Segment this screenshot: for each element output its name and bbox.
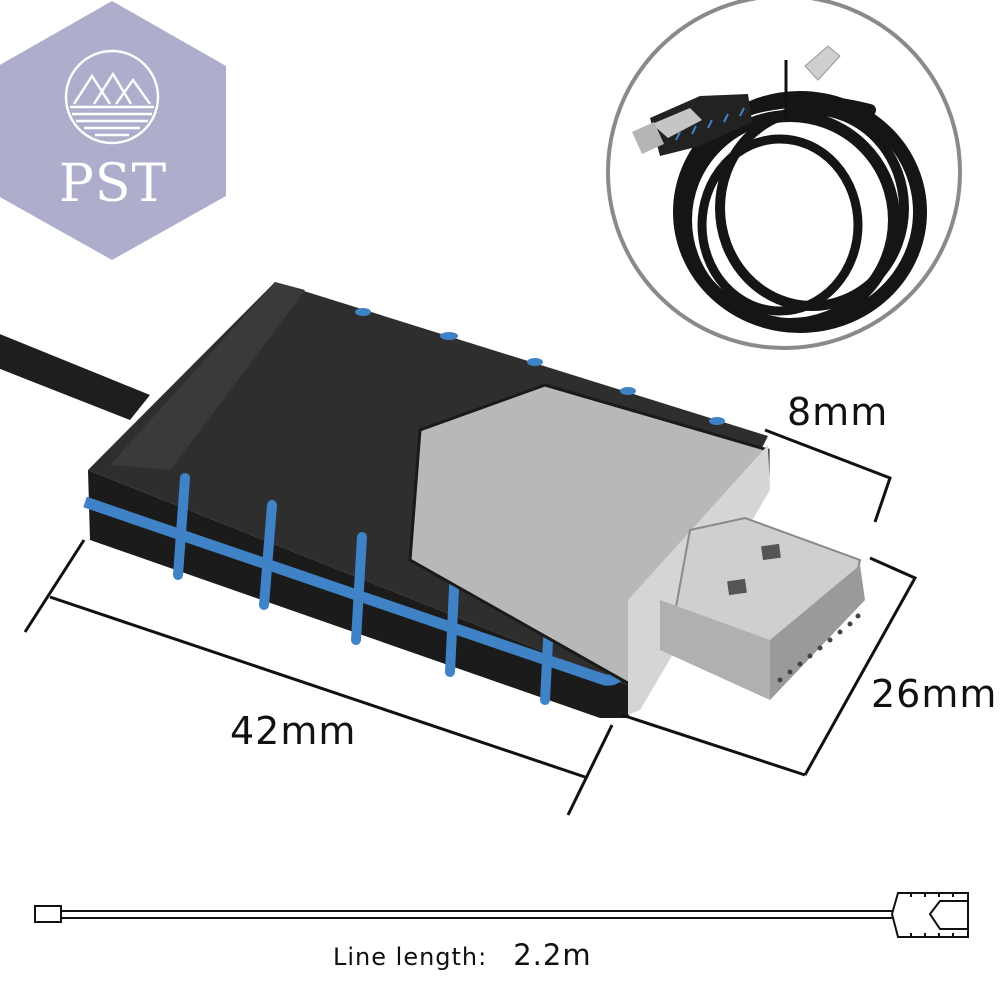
dimension-label-thickness: 8mm xyxy=(787,390,889,434)
plug-hole-2 xyxy=(727,578,747,596)
dimension-lines xyxy=(23,428,918,816)
accent-stripe xyxy=(83,496,637,686)
metal-shell xyxy=(628,445,770,715)
large-plug-outline xyxy=(890,892,969,938)
line-length-value: 2.2m xyxy=(513,938,592,972)
pst-logo: PST xyxy=(0,0,240,260)
cable xyxy=(0,334,150,420)
dim-26mm-line xyxy=(803,556,918,776)
plug-hole-1 xyxy=(761,543,781,561)
inset-ring xyxy=(606,0,962,350)
hdmi-plug xyxy=(660,516,865,700)
dimension-label-width: 26mm xyxy=(871,672,998,716)
mountains-over-water-icon xyxy=(64,49,160,145)
logo-hexagon xyxy=(0,1,226,260)
connector-body-side xyxy=(88,470,640,718)
logo-text: PST xyxy=(58,154,168,214)
accent-nubs xyxy=(355,308,725,425)
dimension-label-length: 42mm xyxy=(230,709,357,753)
line-length-caption: Line length: 2.2m xyxy=(333,938,592,972)
dim-8mm-line xyxy=(764,428,892,523)
coiled-cable xyxy=(673,91,927,333)
inset-plug-tip xyxy=(784,45,841,120)
accent-ribs xyxy=(173,473,555,705)
line-length-label: Line length: xyxy=(333,943,488,971)
connector-body-top xyxy=(88,282,768,690)
small-plug-outline xyxy=(34,905,62,923)
metal-plate xyxy=(408,383,770,693)
inset-connector xyxy=(632,94,752,156)
